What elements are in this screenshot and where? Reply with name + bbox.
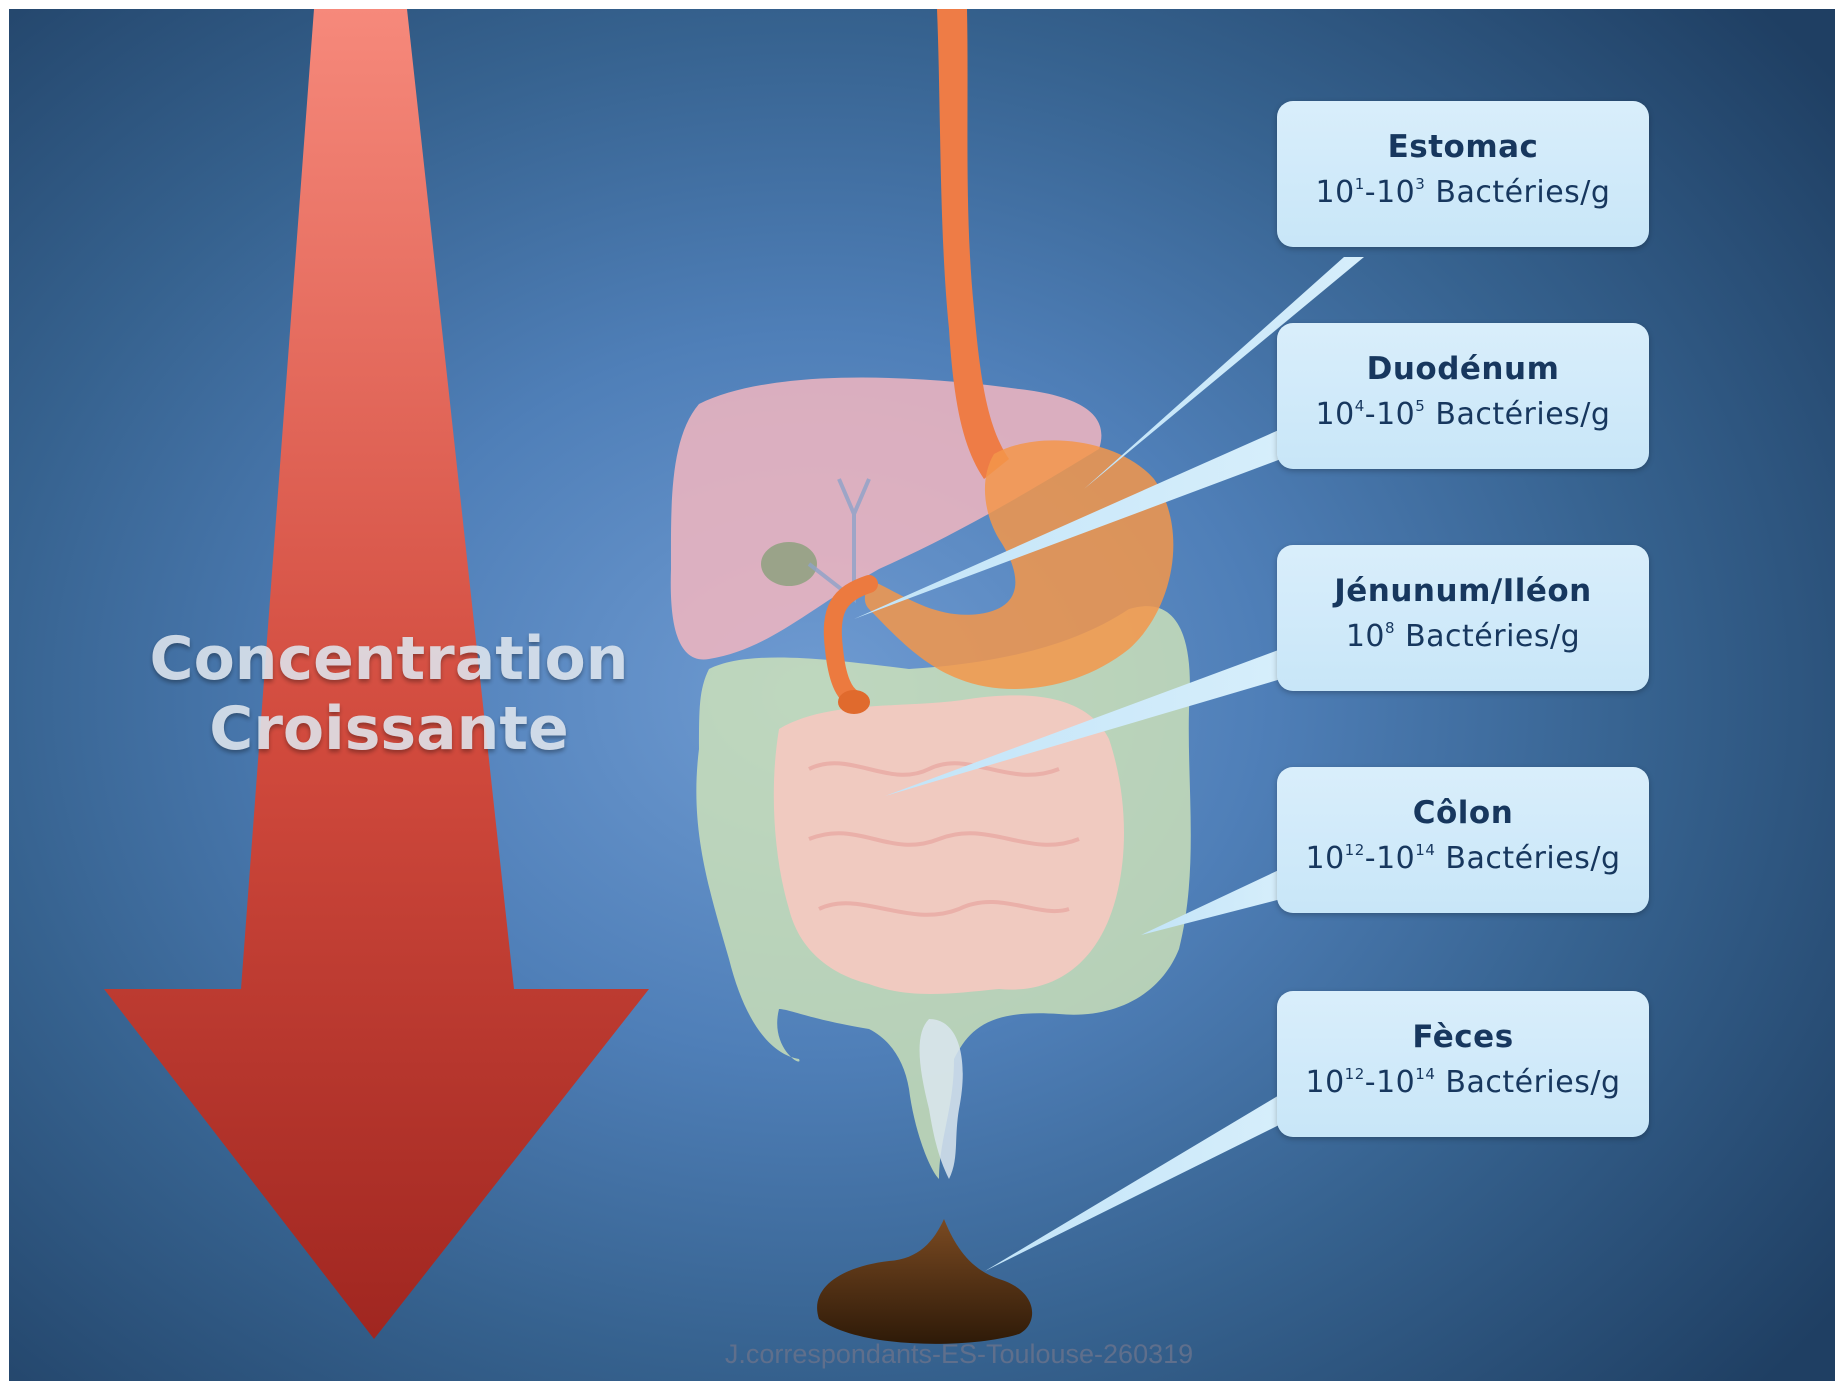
feces-icon [817, 1219, 1032, 1344]
concentration-label: Concentration Croissante [109, 624, 669, 764]
callout-colon: Côlon 1012-1014 Bactéries/g [1277, 767, 1649, 913]
callout-jejunum-ileon: Jénunum/Iléon 108 Bactéries/g [1277, 545, 1649, 691]
callout-title: Côlon [1277, 795, 1649, 831]
callout-feces: Fèces 1012-1014 Bactéries/g [1277, 991, 1649, 1137]
callout-value: 1012-1014 Bactéries/g [1277, 1065, 1649, 1100]
callout-value: 101-103 Bactéries/g [1277, 175, 1649, 210]
callout-value: 104-105 Bactéries/g [1277, 397, 1649, 432]
callout-title: Jénunum/Iléon [1277, 573, 1649, 609]
callout-value: 108 Bactéries/g [1277, 619, 1649, 654]
concentration-label-line1: Concentration [109, 624, 669, 694]
callout-title: Estomac [1277, 129, 1649, 165]
callout-estomac: Estomac 101-103 Bactéries/g [1277, 101, 1649, 247]
watermark: J.correspondants-ES-Toulouse-260319 [509, 1339, 1409, 1370]
callout-title: Fèces [1277, 1019, 1649, 1055]
callout-title: Duodénum [1277, 351, 1649, 387]
callout-value: 1012-1014 Bactéries/g [1277, 841, 1649, 876]
slide: Concentration Croissante Estomac 101-103… [9, 9, 1835, 1381]
callout-duodenum: Duodénum 104-105 Bactéries/g [1277, 323, 1649, 469]
concentration-label-line2: Croissante [109, 694, 669, 764]
digestive-tract-illustration [671, 9, 1191, 1179]
